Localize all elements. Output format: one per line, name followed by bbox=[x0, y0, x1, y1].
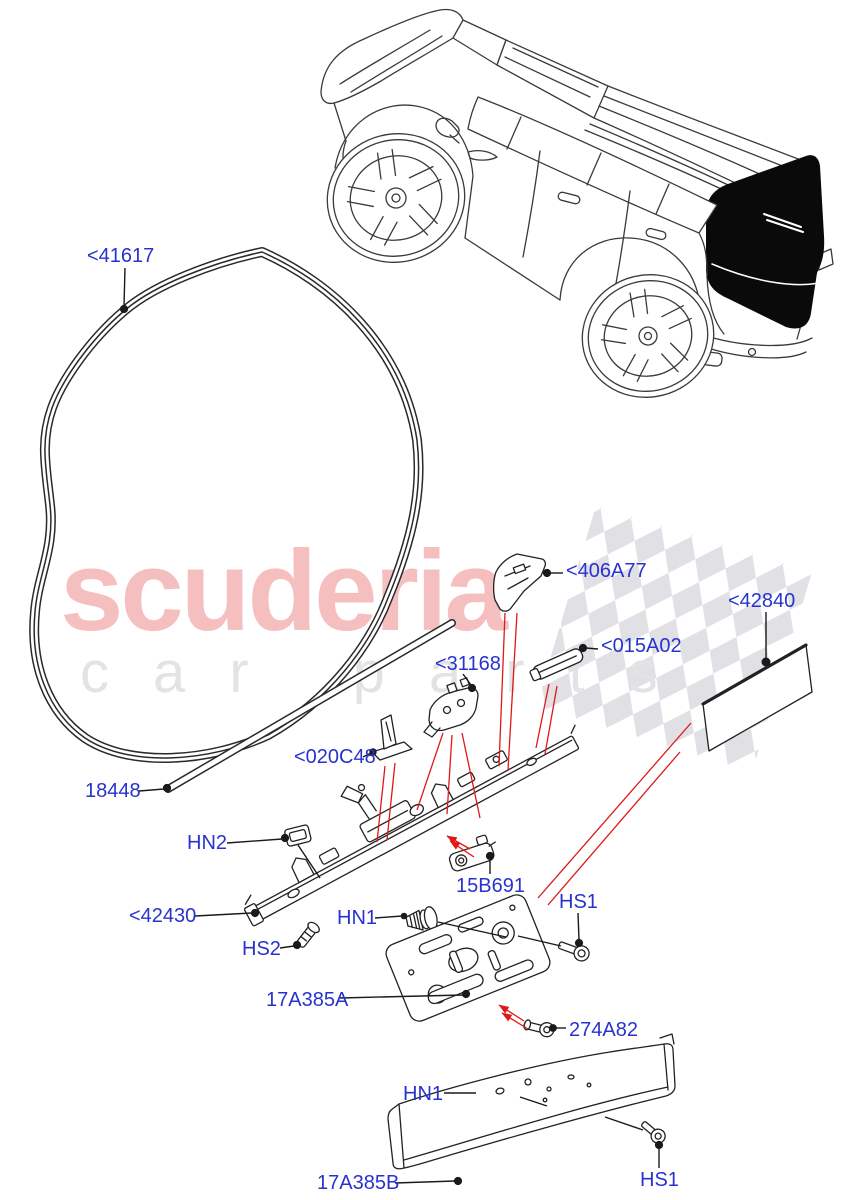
part-label-HS1-a[interactable]: HS1 bbox=[559, 891, 598, 913]
part-label-HN2[interactable]: HN2 bbox=[187, 832, 228, 854]
part-31168-drawing bbox=[423, 677, 479, 738]
part-HS1-lower-drawing bbox=[641, 1121, 666, 1144]
part-label-42840[interactable]: <42840 bbox=[728, 590, 796, 612]
part-17A385A-drawing bbox=[385, 894, 551, 1022]
part-015A02-drawing bbox=[529, 648, 584, 682]
front-wheel bbox=[326, 133, 466, 263]
part-label-HS2[interactable]: HS2 bbox=[242, 938, 281, 960]
part-HS1-upper-drawing bbox=[557, 941, 590, 962]
part-17A385B-drawing bbox=[387, 1033, 676, 1170]
part-label-31168[interactable]: <31168 bbox=[435, 653, 501, 675]
part-15B691-drawing bbox=[448, 834, 496, 872]
leader-lines bbox=[119, 267, 771, 1186]
part-020C48-drawing bbox=[371, 714, 413, 761]
moulding-strip-drawing bbox=[164, 619, 456, 793]
part-HN1-upper-drawing bbox=[405, 906, 438, 931]
part-label-17A385A[interactable]: 17A385A bbox=[266, 989, 349, 1011]
watermark-brand-text: scuderia bbox=[60, 528, 510, 655]
part-HN2-drawing bbox=[284, 824, 312, 847]
part-label-18448[interactable]: 18448 bbox=[85, 780, 141, 802]
part-label-HS1-b[interactable]: HS1 bbox=[640, 1169, 679, 1191]
part-label-406A77[interactable]: <406A77 bbox=[566, 560, 647, 582]
rear-glass-highlight bbox=[706, 155, 825, 329]
part-label-42430[interactable]: <42430 bbox=[129, 905, 197, 927]
part-label-274A82[interactable]: 274A82 bbox=[569, 1019, 638, 1041]
rear-wheel bbox=[581, 274, 715, 398]
vehicle-illustration bbox=[320, 8, 834, 398]
part-label-15B691[interactable]: 15B691 bbox=[456, 875, 525, 897]
part-label-HN1-b[interactable]: HN1 bbox=[403, 1083, 444, 1105]
tailgate-moulding-assembly-drawing bbox=[243, 724, 580, 927]
part-label-020C48[interactable]: <020C48 bbox=[294, 746, 376, 768]
part-label-17A385B[interactable]: 17A385B bbox=[317, 1172, 400, 1194]
callout-lines-red bbox=[376, 612, 692, 1030]
door-seal-drawing bbox=[29, 247, 424, 764]
part-406A77-drawing bbox=[492, 553, 547, 612]
part-label-015A02[interactable]: <015A02 bbox=[601, 635, 682, 657]
part-label-41617[interactable]: <41617 bbox=[87, 245, 155, 267]
small-parts-drawings bbox=[284, 553, 813, 1170]
part-label-HN1-a[interactable]: HN1 bbox=[337, 907, 378, 929]
part-42840-drawing bbox=[701, 643, 813, 752]
